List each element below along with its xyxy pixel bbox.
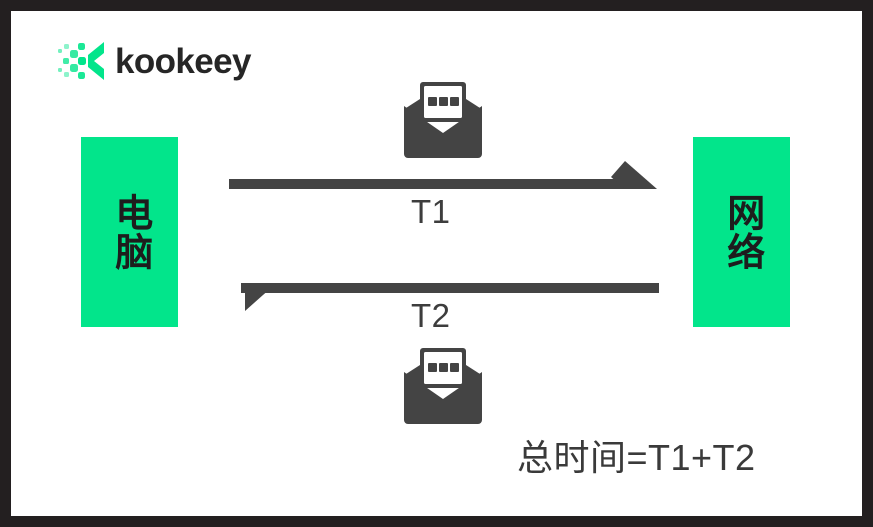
node-network-label: 网络 — [720, 193, 763, 271]
arrow-t2-label: T2 — [411, 297, 451, 334]
kookeey-pixel-k-icon — [58, 42, 104, 80]
brand-name: kookeey — [115, 41, 251, 81]
brand-logo: kookeey — [58, 40, 251, 82]
arrow-t1-label: T1 — [411, 193, 451, 230]
arrow-group — [229, 161, 659, 311]
node-computer-label: 电脑 — [108, 193, 151, 271]
total-time-formula: 总时间=T1+T2 — [517, 437, 756, 478]
diagram-canvas: kookeey 电脑 网络 — [11, 11, 862, 516]
envelope-message-icon — [404, 348, 482, 424]
arrow-t2-icon — [241, 283, 659, 311]
arrow-t1-icon — [229, 161, 657, 189]
node-computer: 电脑 — [81, 137, 178, 327]
node-network: 网络 — [693, 137, 790, 327]
envelope-message-icon — [404, 82, 482, 158]
